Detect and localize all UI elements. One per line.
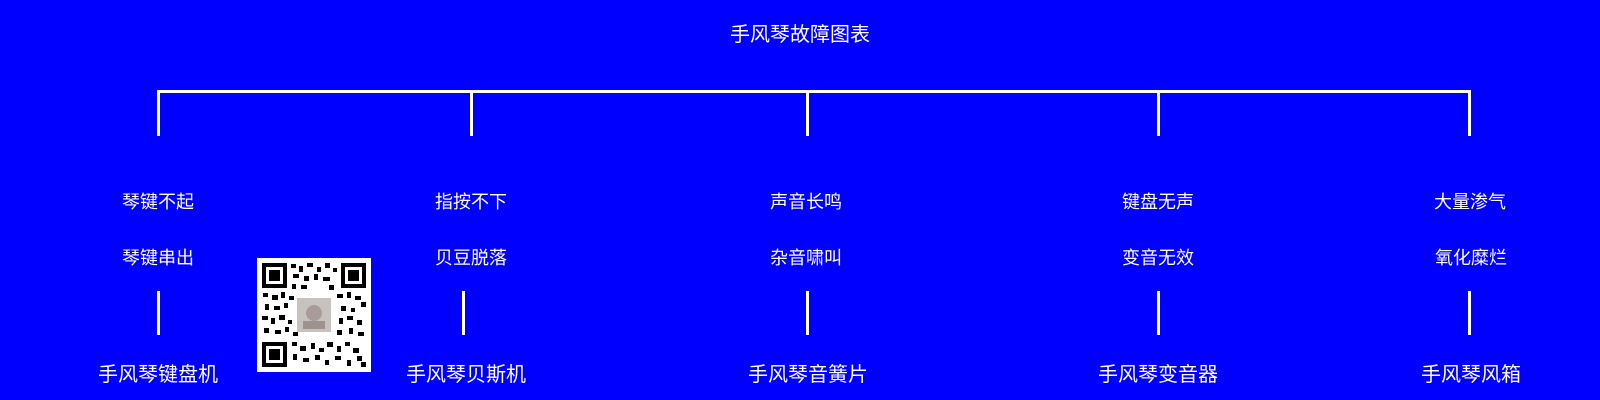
- diagram-title: 手风琴故障图表: [730, 22, 870, 46]
- component-connector: [806, 291, 809, 335]
- fault-label: 琴键串出: [122, 248, 194, 269]
- component-connector: [157, 291, 160, 335]
- fault-label: 琴键不起: [122, 192, 194, 213]
- fault-label: 键盘无声: [1122, 192, 1194, 213]
- component-label: 手风琴键盘机: [98, 362, 218, 386]
- fault-label: 氧化糜烂: [1435, 248, 1507, 269]
- fault-label: 大量渗气: [1434, 192, 1506, 213]
- fault-label: 贝豆脱落: [435, 248, 507, 269]
- fault-label: 声音长鸣: [770, 192, 842, 213]
- component-label: 手风琴贝斯机: [406, 362, 526, 386]
- connector-drop-2: [470, 90, 473, 136]
- connector-drop-3: [806, 90, 809, 136]
- component-connector: [1157, 291, 1160, 335]
- component-label: 手风琴变音器: [1098, 362, 1218, 386]
- connector-drop-1: [157, 90, 160, 136]
- fault-label: 杂音啸叫: [770, 248, 842, 269]
- component-label: 手风琴风箱: [1421, 362, 1521, 386]
- component-connector: [462, 291, 465, 335]
- connector-drop-5: [1468, 90, 1471, 136]
- fault-label: 变音无效: [1122, 248, 1194, 269]
- qr-code: [257, 258, 371, 372]
- top-connector-bar: [157, 90, 1470, 93]
- connector-drop-4: [1157, 90, 1160, 136]
- component-connector: [1468, 291, 1471, 335]
- component-label: 手风琴音簧片: [748, 362, 868, 386]
- fault-label: 指按不下: [435, 192, 507, 213]
